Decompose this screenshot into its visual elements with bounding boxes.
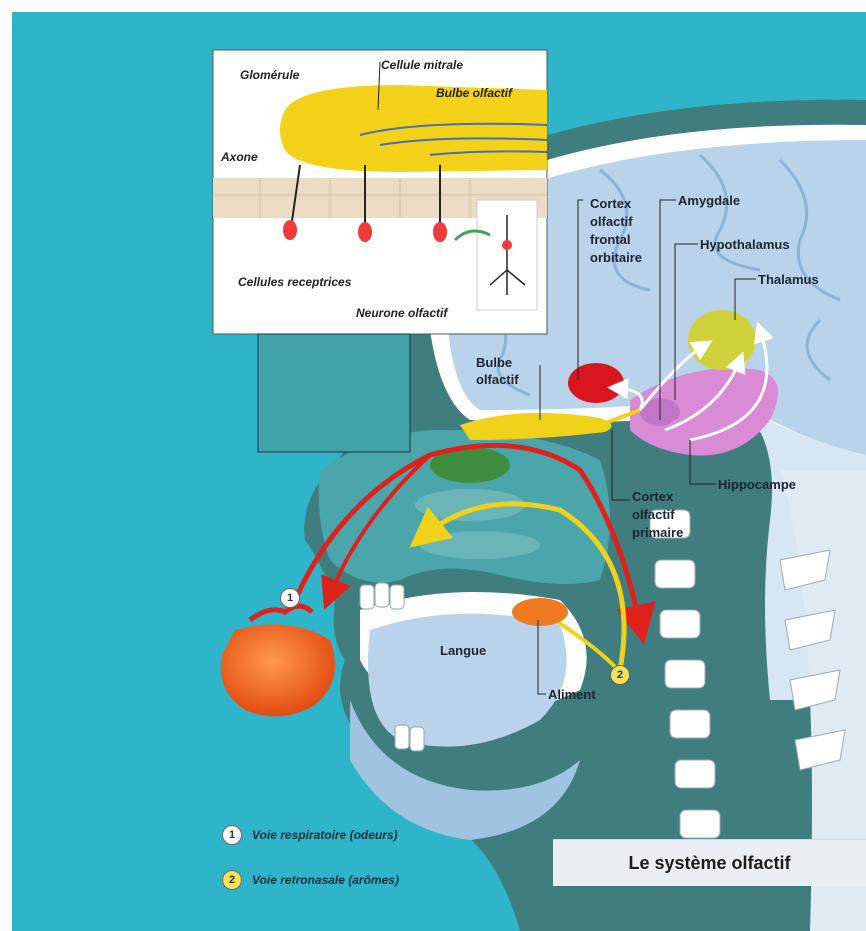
cortex-frontal-red <box>568 363 624 403</box>
diagram-title: Le système olfactif <box>628 853 790 874</box>
legend-item-2: 2 Voie retronasale (arômes) <box>222 870 399 890</box>
food-item <box>512 598 568 626</box>
turbinate-low <box>420 531 540 559</box>
inset-link-box <box>258 334 410 452</box>
label-cortex-primaire-3: primaire <box>632 525 683 540</box>
label-neurone-olfactif: Neurone olfactif <box>356 306 447 321</box>
amygdala-blob <box>666 416 714 448</box>
label-bulbe-1: Bulbe <box>476 355 512 370</box>
label-amygdale: Amygdale <box>678 193 740 208</box>
label-axone: Axone <box>221 150 258 165</box>
label-bulbe-olfactif-inset: Bulbe olfactif <box>436 86 512 101</box>
label-bulbe-2: olfactif <box>476 372 519 387</box>
label-thalamus: Thalamus <box>758 272 819 287</box>
marker-one: 1 <box>280 588 300 608</box>
legend-text-1: Voie respiratoire (odeurs) <box>252 828 398 842</box>
legend-text-2: Voie retronasale (arômes) <box>252 873 399 887</box>
marker-two: 2 <box>610 665 630 685</box>
label-hippocampe: Hippocampe <box>718 477 796 492</box>
label-langue: Langue <box>440 643 486 658</box>
title-box: Le système olfactif <box>553 839 866 886</box>
label-aliment: Aliment <box>548 687 596 702</box>
label-cortex-frontal-3: frontal <box>590 232 630 247</box>
label-cortex-frontal-4: orbitaire <box>590 250 642 265</box>
legend-marker-1: 1 <box>222 825 242 845</box>
legend-item-1: 1 Voie respiratoire (odeurs) <box>222 825 398 845</box>
label-cortex-frontal-1: Cortex <box>590 196 631 211</box>
label-cellules-receptrices: Cellules receptrices <box>238 275 351 290</box>
label-glomerule: Glomérule <box>240 68 299 83</box>
label-hypothalamus: Hypothalamus <box>700 237 790 252</box>
label-cortex-primaire-2: olfactif <box>632 507 675 522</box>
label-cortex-primaire-1: Cortex <box>632 489 673 504</box>
legend-marker-2: 2 <box>222 870 242 890</box>
label-cortex-frontal-2: olfactif <box>590 214 633 229</box>
label-cellule-mitrale: Cellule mitrale <box>381 58 463 73</box>
thalamus-blob <box>688 310 756 370</box>
